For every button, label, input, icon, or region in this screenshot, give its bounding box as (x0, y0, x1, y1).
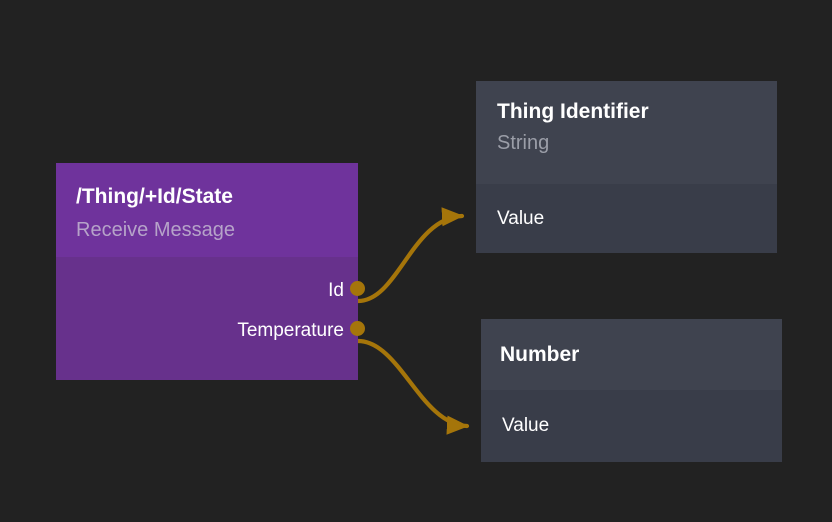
port-dot-icon[interactable] (350, 321, 365, 336)
node-header[interactable]: /Thing/+Id/State Receive Message (56, 163, 358, 257)
input-port-value[interactable]: Value (476, 209, 777, 228)
node-subtitle: String (497, 132, 550, 155)
edge-id-to-thing-identifier[interactable] (355, 207, 465, 304)
node-header[interactable]: Thing Identifier String (476, 81, 777, 184)
node-body: Value (481, 390, 782, 462)
output-port-id[interactable]: Id (56, 280, 365, 301)
edge-temperature-to-number[interactable] (355, 338, 470, 435)
input-port-label: Value (502, 415, 550, 436)
node-number[interactable]: Number Value (481, 319, 782, 462)
port-dot-icon[interactable] (350, 281, 365, 296)
node-title: /Thing/+Id/State (76, 185, 233, 208)
node-thing-identifier[interactable]: Thing Identifier String Value (476, 81, 777, 253)
output-port-label: Temperature (237, 320, 344, 341)
input-port-label: Value (497, 208, 545, 229)
node-body: Value (476, 184, 777, 253)
node-receive-message[interactable]: /Thing/+Id/State Receive Message Id Temp… (56, 163, 365, 380)
node-title: Number (500, 343, 580, 366)
input-port-value[interactable]: Value (481, 416, 782, 435)
output-port-temperature[interactable]: Temperature (56, 320, 365, 341)
node-body: Id Temperature (56, 257, 365, 380)
node-subtitle: Receive Message (76, 219, 235, 242)
node-header[interactable]: Number (481, 319, 782, 390)
output-port-label: Id (328, 280, 344, 301)
node-title: Thing Identifier (497, 100, 649, 123)
